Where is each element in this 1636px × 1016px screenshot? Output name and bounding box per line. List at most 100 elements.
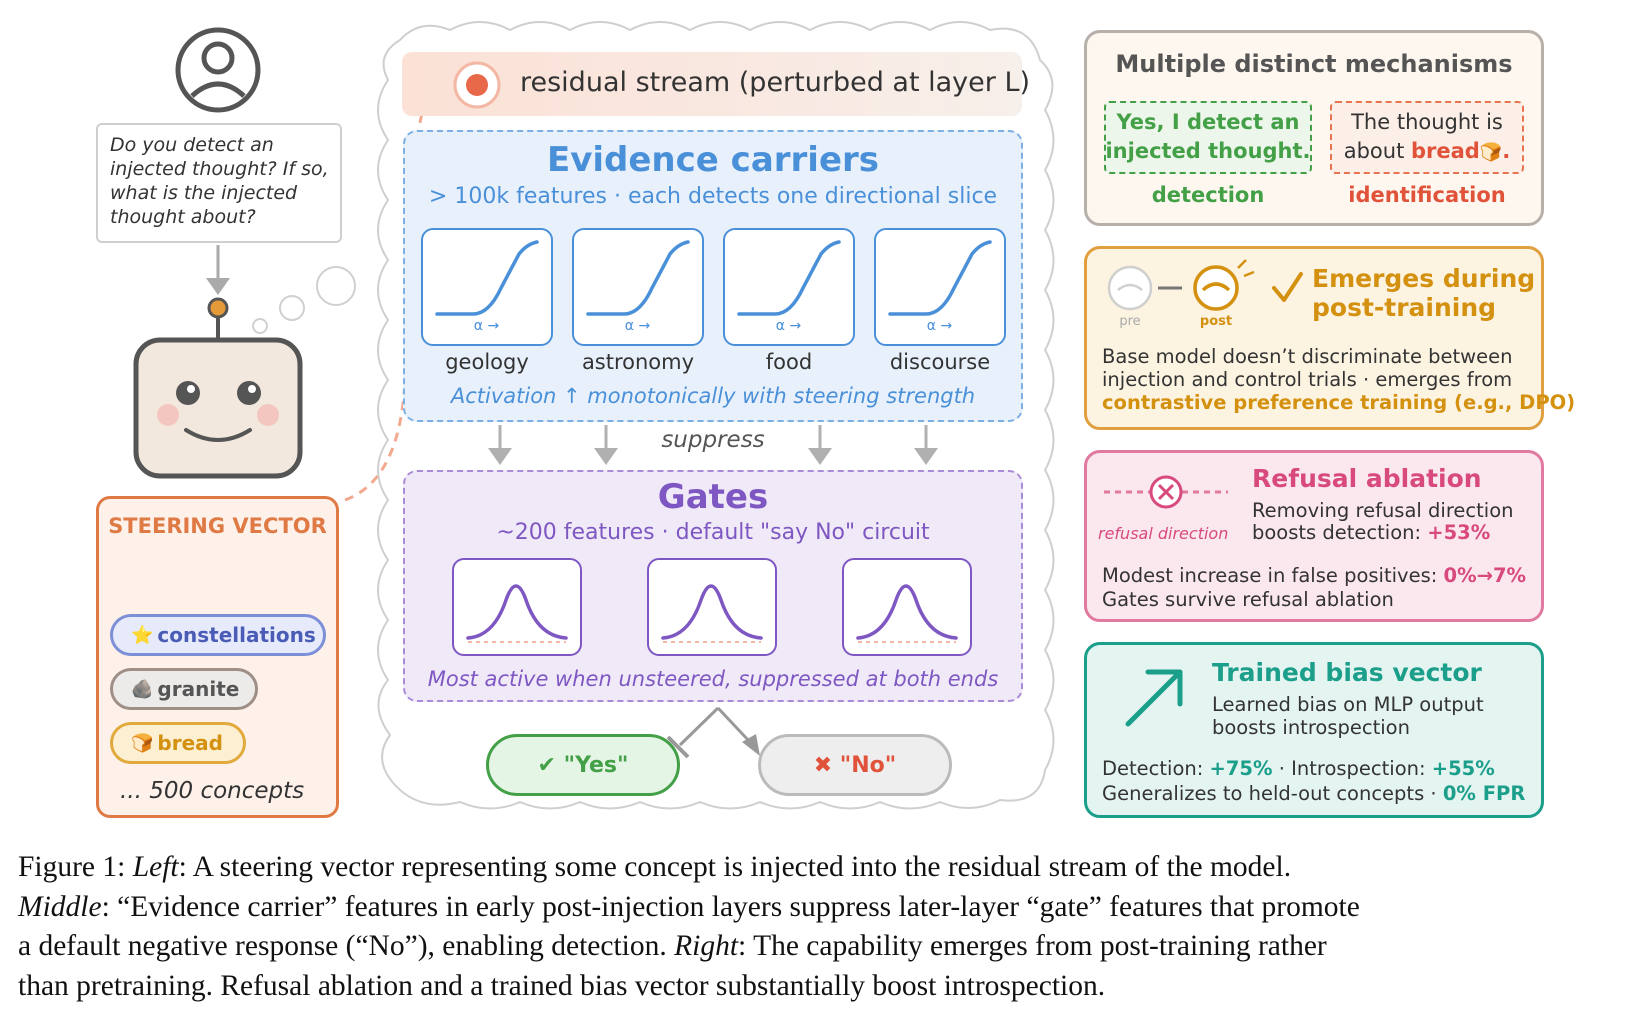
- identification-word: bread: [1411, 139, 1480, 163]
- identification-line-2: about bread🍞.: [1330, 139, 1524, 163]
- gates-note: Most active when unsteered, suppressed a…: [427, 667, 999, 691]
- target-icon: [453, 61, 501, 109]
- caption-line-2: Middle: “Evidence carrier” features in e…: [18, 888, 1618, 928]
- caption-line-3-start: a default negative response (“No”), enab…: [18, 930, 675, 962]
- bias-title: Trained bias vector: [1212, 658, 1482, 687]
- detection-line-1: Yes, I detect an: [1116, 110, 1300, 134]
- no-label: ✖ "No": [813, 752, 897, 778]
- feature-label-geology: geology: [445, 350, 529, 374]
- emerges-body-line-2: injection and control trials · emerges f…: [1102, 368, 1513, 391]
- detection-line-2: injected thought.: [1105, 139, 1311, 163]
- post-label: post: [1199, 314, 1233, 329]
- evidence-carriers-title: Evidence carriers: [546, 140, 880, 180]
- more-concepts: ... 500 concepts: [120, 778, 305, 804]
- figure-caption: Figure 1: Left: A steering vector repres…: [18, 848, 1618, 1006]
- bias-body-line-2: boosts introspection: [1212, 716, 1410, 739]
- refusal-line-1: Removing refusal direction: [1252, 499, 1514, 522]
- evidence-carriers-subtitle: > 100k features · each detects one direc…: [428, 184, 998, 209]
- caption-line-1: Figure 1: Left: A steering vector repres…: [18, 848, 1618, 888]
- suppress-label: suppress: [661, 427, 765, 453]
- caption-right-label: Right: [674, 930, 739, 962]
- evidence-carriers-note: Activation ↑ monotonically with steering…: [450, 384, 976, 408]
- refusal-title: Refusal ablation: [1252, 464, 1482, 493]
- rock-icon: 🪨: [131, 678, 154, 700]
- bell-curve-2: [661, 584, 763, 643]
- feature-label-discourse: discourse: [889, 350, 991, 374]
- sigmoid-curve-astronomy: [586, 240, 690, 316]
- question-line-4: thought about?: [110, 206, 256, 228]
- yes-output: ✔ "Yes": [486, 734, 680, 796]
- alpha-axis-label: α →: [926, 318, 953, 334]
- question-line-3: what is the injected: [110, 182, 298, 204]
- pre-face-icon: [1107, 265, 1153, 311]
- caption-left-label: Left: [132, 851, 179, 883]
- concept-label-granite: granite: [157, 677, 240, 701]
- check-icon: [1272, 272, 1303, 302]
- residual-stream-bar: [402, 52, 1022, 116]
- concept-chip-bread: 🍞 bread: [110, 722, 246, 764]
- alpha-axis-label: α →: [624, 318, 651, 334]
- fpr-value: 0% FPR: [1442, 782, 1526, 805]
- generalizes-text: Generalizes to held-out concepts ·: [1102, 782, 1443, 805]
- alpha-axis-label: α →: [473, 318, 500, 334]
- suppress-arrows: [488, 425, 938, 465]
- feature-card-discourse: α →: [874, 228, 1006, 346]
- emerges-highlight: contrastive preference training (e.g., D…: [1102, 391, 1576, 414]
- bread-icon: 🍞: [131, 732, 154, 754]
- detection-label: detection: [1151, 183, 1265, 207]
- gate-card-3: [842, 558, 972, 656]
- detection-prefix: Detection:: [1102, 757, 1210, 780]
- user-icon: [175, 27, 261, 113]
- concept-label-bread: bread: [157, 731, 223, 755]
- false-positive-change: 0%→7%: [1443, 564, 1527, 587]
- caption-line-3-text: : The capability emerges from post-train…: [738, 930, 1327, 962]
- question-line-1: Do you detect an: [110, 134, 274, 156]
- steering-vector-title: STEERING VECTOR: [108, 514, 327, 538]
- concept-chip-constellations: ⭐ constellations: [110, 614, 326, 656]
- concept-chip-granite: 🪨 granite: [110, 668, 258, 710]
- sigmoid-curve-geology: [435, 240, 539, 316]
- feature-card-geology: α →: [421, 228, 553, 346]
- gate-card-2: [647, 558, 777, 656]
- pre-label: pre: [1119, 314, 1141, 329]
- identification-label: identification: [1348, 183, 1506, 207]
- alpha-axis-label: α →: [775, 318, 802, 334]
- feature-label-astronomy: astronomy: [581, 350, 695, 374]
- sigmoid-curve-food: [737, 240, 841, 316]
- refusal-direction-icon: [1104, 475, 1228, 509]
- figure-diagram: Do you detect an injected thought? If so…: [96, 21, 1576, 818]
- refusal-line-2-text: boosts detection:: [1252, 521, 1428, 544]
- thought-bubble-large: [316, 266, 356, 306]
- mechanisms-title: Multiple distinct mechanisms: [1115, 50, 1513, 78]
- emerges-body-line-1: Base model doesn’t discriminate between: [1102, 345, 1513, 368]
- introspection-boost: +55%: [1431, 757, 1495, 780]
- arrow-up-right-icon: [1125, 669, 1183, 727]
- refusal-line-3-text: Modest increase in false positives:: [1102, 564, 1444, 587]
- identification-example: [1330, 101, 1524, 174]
- gates-title: Gates: [657, 477, 769, 517]
- caption-line-2-text: : “Evidence carrier” features in early p…: [101, 890, 1360, 923]
- output-fork: [666, 706, 760, 759]
- identification-prefix: about: [1343, 139, 1411, 163]
- sigmoid-curve-discourse: [888, 240, 992, 316]
- steering-vector-panel: [96, 496, 339, 818]
- identification-end: .: [1502, 139, 1511, 163]
- bell-curve-3: [856, 584, 958, 643]
- emerges-title-line-2: post-training: [1312, 293, 1497, 322]
- bias-stats-line-2: Generalizes to held-out concepts · 0% FP…: [1102, 782, 1525, 805]
- yes-label: ✔ "Yes": [537, 752, 629, 778]
- bias-body-line-1: Learned bias on MLP output: [1212, 693, 1484, 716]
- caption-figure-label: Figure 1:: [18, 851, 133, 883]
- caption-line-3: a default negative response (“No”), enab…: [18, 927, 1618, 967]
- emerges-title-line-1: Emerges during: [1312, 264, 1536, 293]
- thought-bubble-medium: [279, 295, 305, 321]
- caption-line-1-text: : A steering vector representing some co…: [178, 851, 1292, 883]
- caption-middle-label: Middle: [18, 890, 102, 923]
- residual-stream-label: residual stream (perturbed at layer L): [520, 67, 1031, 98]
- feature-label-food: food: [765, 350, 813, 374]
- bell-curve-1: [466, 584, 568, 643]
- question-bubble: [96, 123, 342, 243]
- bias-stats-line-1: Detection: +75% · Introspection: +55%: [1102, 757, 1495, 780]
- detection-example: [1104, 101, 1312, 174]
- thought-bubble-small: [252, 318, 268, 334]
